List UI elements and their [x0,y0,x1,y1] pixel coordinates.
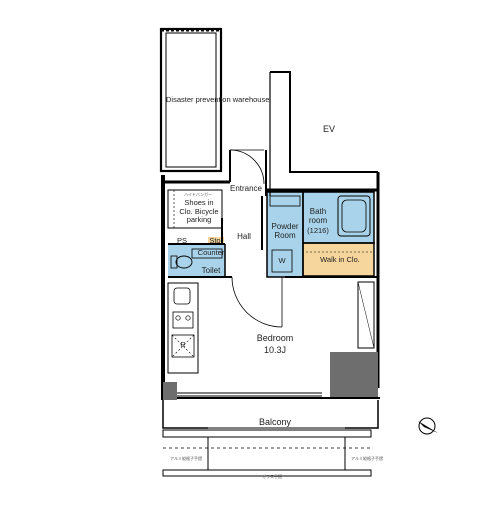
bedroom-door-swing [231,276,283,328]
handrail-right-note: アルミ縦格子手摺 [351,456,383,461]
walkin-closet-label: Walk in Clo. [320,255,360,264]
entrance-label: Entrance [229,184,263,193]
toilet-tank [170,255,178,269]
sink [173,287,191,305]
bathroom-size-label: (1216) [307,226,329,235]
shoes-closet-outline [167,189,223,229]
toilet-label: Toilet [201,266,221,275]
walkin-closet-fill [303,243,374,276]
bedroom-label: Bedroom [256,333,294,343]
bathtub [337,195,371,237]
entrance-door-swing [229,149,265,185]
fridge-space [171,334,195,358]
shoes-closet-label: Shoes in Clo. Bicycle parking [179,198,219,225]
shoes-small-label: ハイドバンガー [183,192,213,197]
storage-fill [208,237,224,245]
burner-1 [175,315,181,321]
north-arrow-pointer [418,421,438,433]
bedroom-size-label: 10.3J [263,345,287,355]
washer-space [271,249,293,273]
powder-room-fill [267,192,303,246]
north-arrow-circle [418,417,436,435]
toilet-fill [168,244,225,277]
balcony-rail-top [162,429,372,438]
ps-label: PS [176,236,187,245]
bathtub-inner [341,199,367,233]
ev-boundary [270,71,378,173]
bedroom-closet-diag [357,281,375,349]
warehouse-inner [165,32,217,168]
stove [172,311,194,329]
balcony-rail-bottom [162,469,372,477]
ev-label: EV [322,124,335,134]
fridge-diag-2 [171,334,195,358]
fridge-diag-1 [171,334,195,358]
vanity [269,195,301,207]
hall-label: Hall [237,232,251,241]
bedroom-closet [357,281,375,349]
toilet-bowl [175,255,193,269]
glass-note: ガラス手摺 [262,474,282,479]
balcony-left [162,400,208,429]
handrail-left-note: アルミ縦格子手摺 [170,456,202,461]
left-column [163,382,177,400]
bathroom-label: Bath room [308,207,328,226]
powder-room-label: Powder Room [271,222,299,241]
burner-2 [185,315,191,321]
warehouse-label: Disaster prevention warehouse [166,95,270,104]
kitchen-counter [167,282,199,374]
fridge-label: R [180,340,186,349]
balcony-right [345,400,379,429]
structural-column [330,352,378,398]
balcony-label: Balcony [258,417,292,427]
top-interior-wall [266,172,380,192]
washer-label: W [278,256,286,265]
counter-top [191,248,223,259]
counter-label: Counter [197,248,225,257]
storage-label: Sto. [209,236,223,245]
